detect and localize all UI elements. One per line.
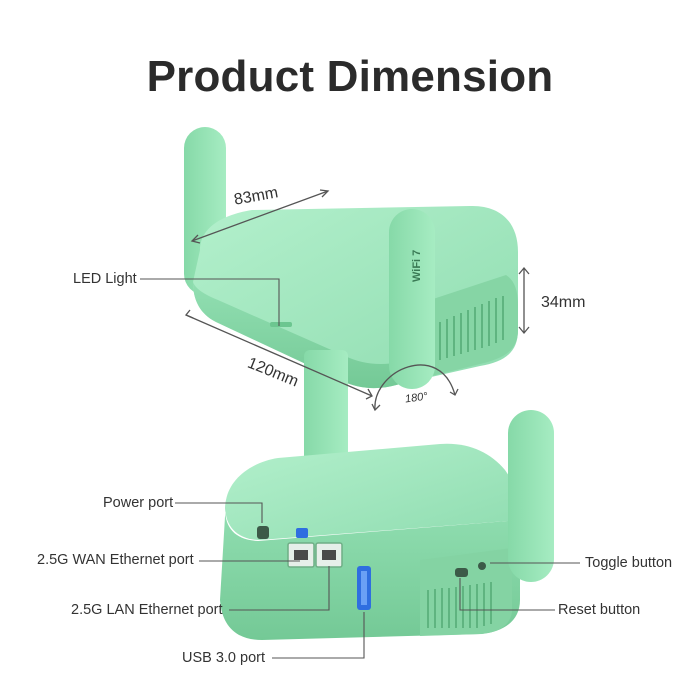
lan-port-label: 2.5G LAN Ethernet port bbox=[71, 602, 223, 618]
bottom-device bbox=[220, 350, 554, 640]
led-light-label: LED Light bbox=[73, 271, 137, 287]
led-light-icon bbox=[270, 322, 292, 327]
right-antenna bbox=[389, 209, 435, 389]
bottom-right-antenna bbox=[508, 410, 554, 582]
height-dimension-label: 34mm bbox=[541, 294, 586, 311]
bottom-vent bbox=[427, 582, 492, 628]
top-device: WiFi 7 bbox=[184, 127, 518, 389]
reset-hole bbox=[478, 562, 486, 570]
callout-lines bbox=[140, 278, 580, 659]
wan-port-label: 2.5G WAN Ethernet port bbox=[37, 552, 194, 568]
usb-port-label: USB 3.0 port bbox=[182, 650, 266, 666]
reset-button-label: Reset button bbox=[558, 602, 641, 618]
power-port-label: Power port bbox=[103, 495, 174, 511]
power-port-icon bbox=[257, 526, 269, 539]
toggle-button-label: Toggle button bbox=[585, 555, 673, 571]
wifi-badge: WiFi 7 bbox=[411, 250, 423, 282]
toggle-switch bbox=[455, 568, 468, 577]
rear-antenna bbox=[304, 350, 348, 470]
dimension-lines bbox=[184, 189, 530, 412]
bottom-device-body bbox=[225, 443, 520, 540]
page-title: Product Dimension bbox=[146, 52, 554, 101]
ethernet-port-icon bbox=[287, 542, 343, 568]
side-vent bbox=[439, 296, 504, 360]
